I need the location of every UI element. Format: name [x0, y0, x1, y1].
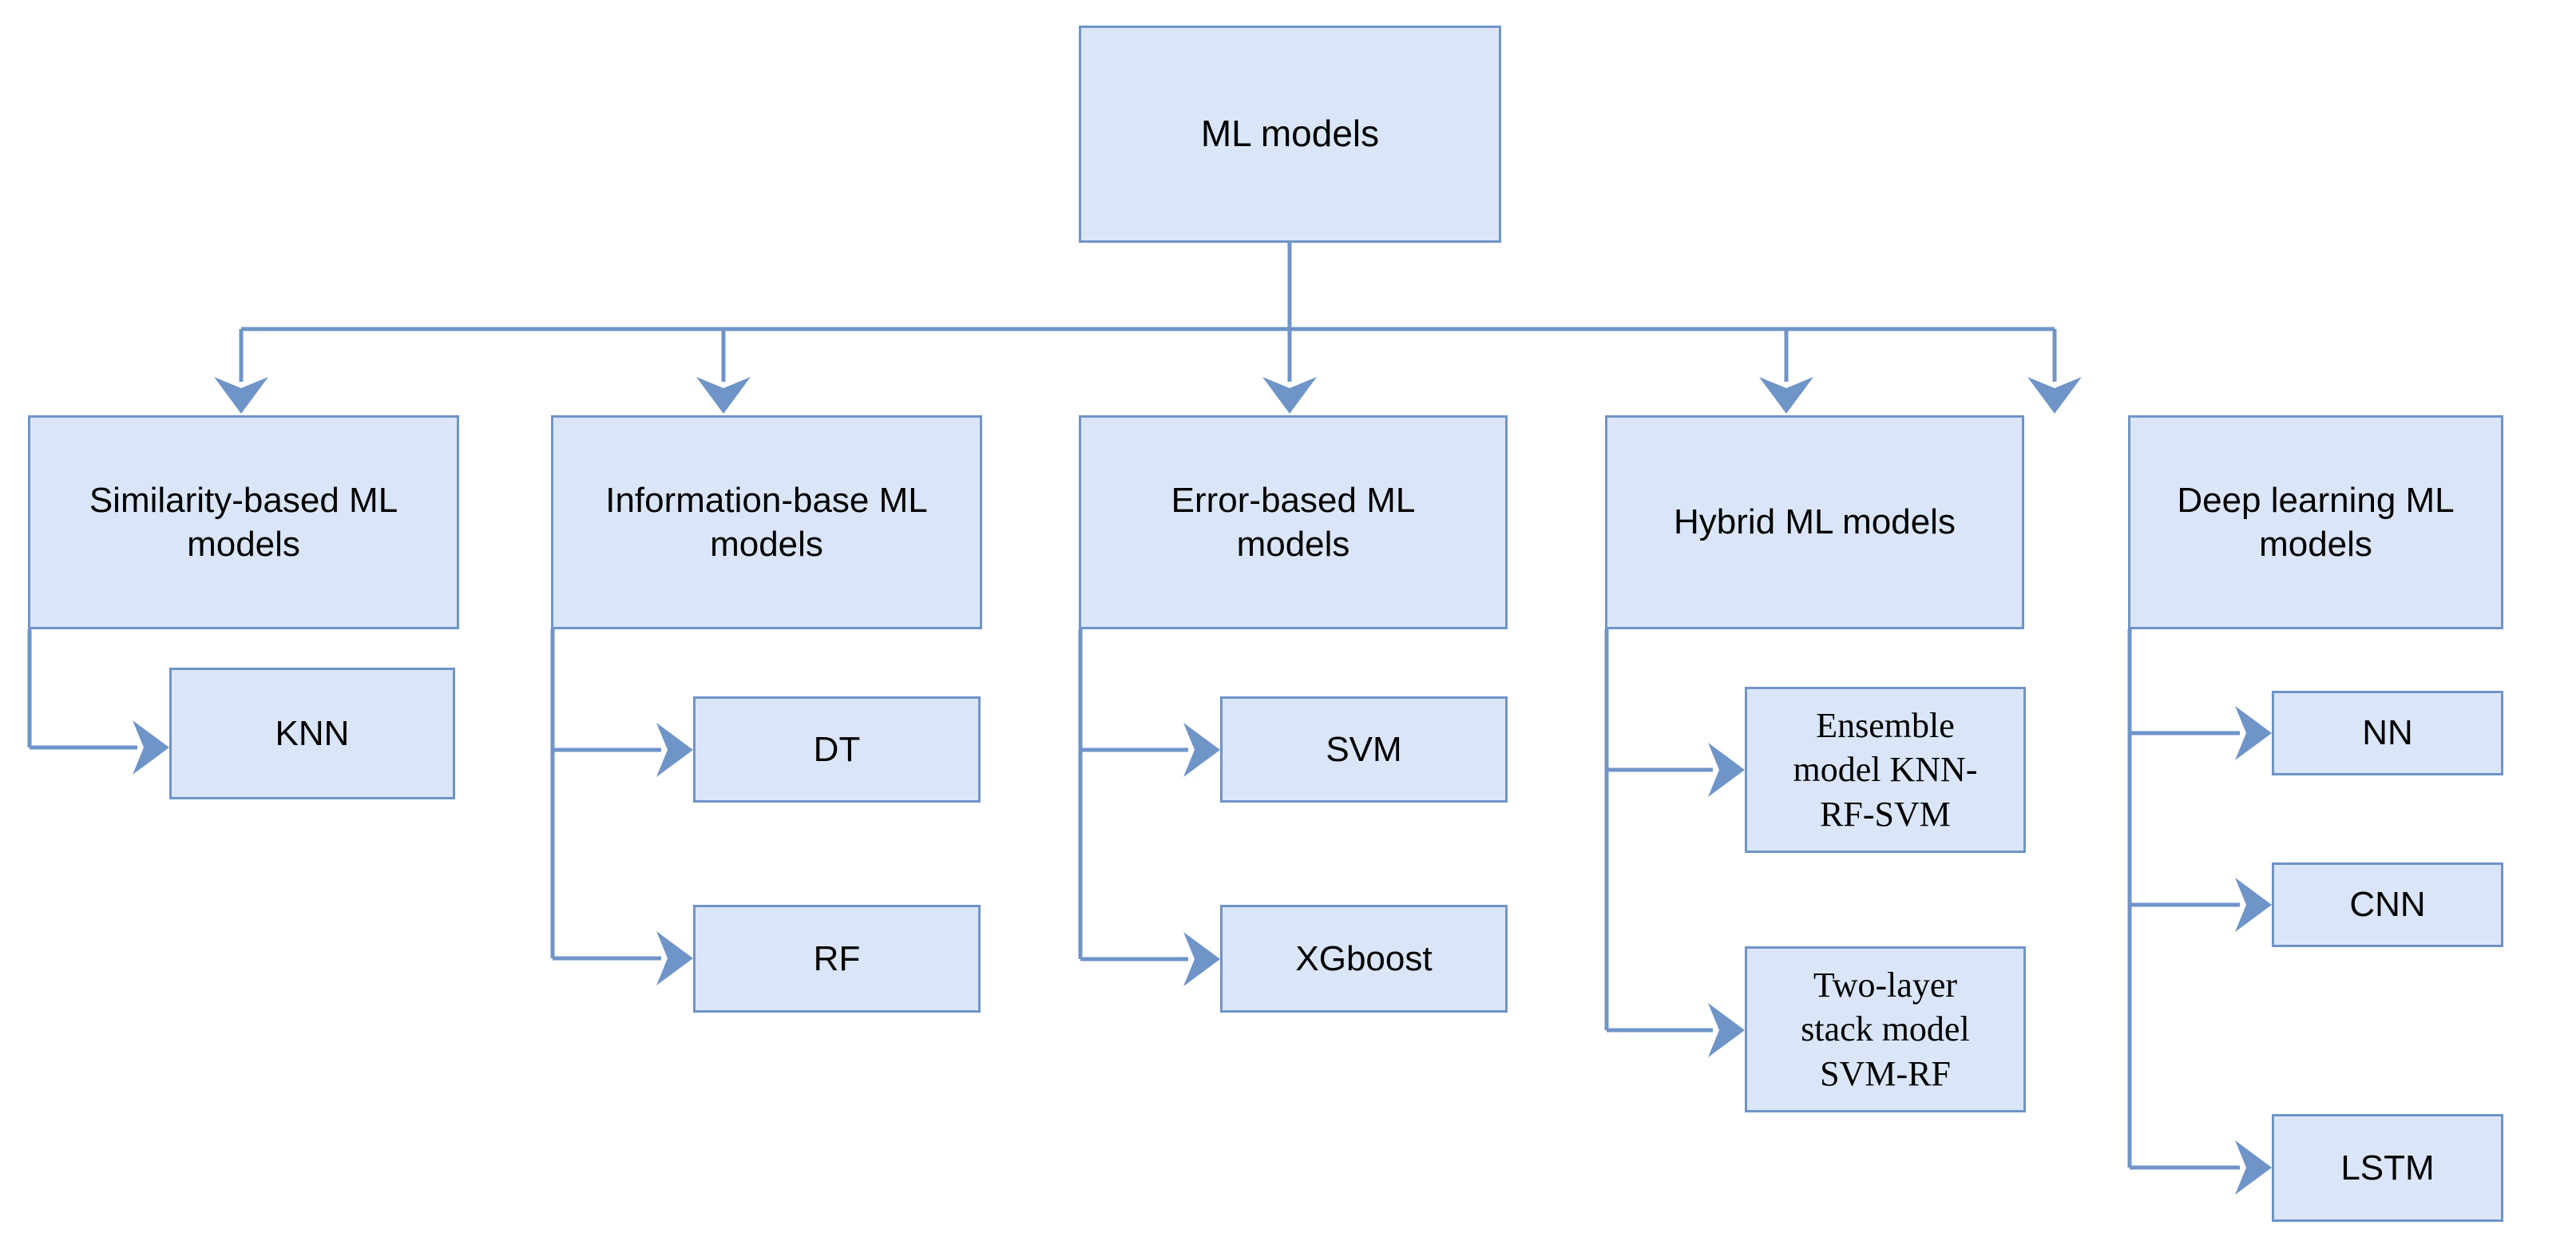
arrowhead-right-icon	[656, 931, 693, 985]
node-category-hybrid-label: Hybrid ML models	[1674, 502, 1956, 542]
node-model-knn[interactable]: KNN	[169, 668, 455, 799]
node-category-information-label: Information-base ML models	[605, 480, 928, 564]
arrowhead-right-icon	[1183, 723, 1220, 777]
node-model-svm[interactable]: SVM	[1220, 696, 1508, 803]
node-model-lstm-label: LSTM	[2340, 1148, 2435, 1188]
node-model-cnn-label: CNN	[2349, 885, 2426, 925]
arrowhead-right-icon	[2235, 706, 2272, 760]
arrowhead-right-icon	[656, 723, 693, 777]
node-model-nn[interactable]: NN	[2272, 691, 2503, 775]
node-model-twolayer[interactable]: Two-layer stack model SVM-RF	[1745, 946, 2026, 1112]
arrowhead-down-icon	[1759, 377, 1813, 414]
arrowhead-down-icon	[214, 377, 268, 414]
arrowhead-right-icon	[1183, 932, 1220, 986]
arrowhead-right-icon	[2235, 878, 2272, 932]
node-category-similarity-label: Similarity-based ML models	[89, 480, 398, 564]
node-model-lstm[interactable]: LSTM	[2272, 1114, 2503, 1222]
arrowhead-right-icon	[133, 720, 169, 775]
node-category-hybrid[interactable]: Hybrid ML models	[1605, 415, 2024, 629]
node-model-xgboost[interactable]: XGboost	[1220, 905, 1508, 1013]
node-root-ml-models-label: ML models	[1200, 113, 1380, 155]
node-category-deep[interactable]: Deep learning ML models	[2128, 415, 2503, 629]
node-model-cnn[interactable]: CNN	[2272, 862, 2503, 947]
node-model-rf[interactable]: RF	[693, 905, 981, 1013]
node-model-svm-label: SVM	[1326, 729, 1402, 769]
node-category-similarity[interactable]: Similarity-based ML models	[28, 415, 459, 629]
arrowhead-down-icon	[696, 377, 751, 414]
node-category-error-label: Error-based ML models	[1171, 480, 1416, 564]
arrowhead-right-icon	[1708, 743, 1745, 797]
node-model-rf-label: RF	[813, 938, 861, 978]
node-category-information[interactable]: Information-base ML models	[551, 415, 982, 629]
node-model-xgboost-label: XGboost	[1295, 938, 1433, 978]
node-model-dt[interactable]: DT	[693, 696, 981, 803]
arrowhead-right-icon	[1708, 1003, 1745, 1057]
node-category-deep-label: Deep learning ML models	[2177, 480, 2455, 564]
node-model-twolayer-label: Two-layer stack model SVM-RF	[1801, 965, 1970, 1093]
arrowhead-down-icon	[2027, 377, 2082, 414]
node-model-ensemble[interactable]: Ensemble model KNN- RF-SVM	[1745, 687, 2026, 853]
node-model-knn-label: KNN	[275, 713, 350, 753]
node-category-error[interactable]: Error-based ML models	[1079, 415, 1508, 629]
node-root-ml-models[interactable]: ML models	[1079, 26, 1501, 243]
node-model-ensemble-label: Ensemble model KNN- RF-SVM	[1793, 705, 1978, 834]
node-model-nn-label: NN	[2362, 713, 2413, 753]
arrowhead-right-icon	[2235, 1140, 2272, 1195]
node-model-dt-label: DT	[813, 729, 861, 769]
arrowhead-down-icon	[1262, 377, 1317, 414]
